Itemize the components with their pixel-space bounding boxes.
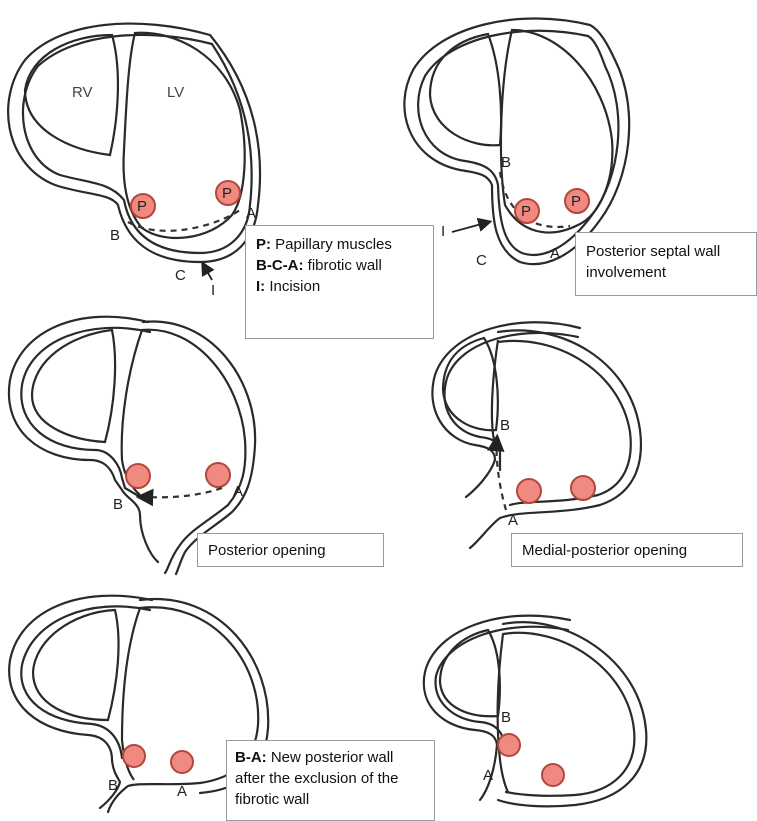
point-b-label: B — [501, 154, 511, 171]
point-a-label: A — [483, 767, 493, 784]
point-a-label: A — [550, 245, 560, 262]
papillary-muscle-1 — [123, 745, 145, 767]
papillary-label: P — [571, 193, 581, 210]
legend-item-papillary: P: Papillary muscles — [256, 234, 423, 255]
incision-arrow — [452, 222, 489, 232]
papillary-muscle-2 — [571, 476, 595, 500]
point-a-label: A — [508, 512, 518, 529]
panel-1-heart: P P RV LV A B C I — [8, 24, 260, 299]
panel-6-heart: B A — [424, 616, 647, 807]
caption-posterior-septal: Posterior septal wall involvement — [575, 232, 757, 296]
rv-cavity — [32, 330, 115, 442]
point-b-label: B — [113, 496, 123, 513]
incision-label: I — [441, 223, 445, 240]
papillary-muscle-2 — [206, 463, 230, 487]
caption-posterior-opening: Posterior opening — [197, 533, 384, 567]
point-b-label: B — [110, 227, 120, 244]
papillary-label: P — [137, 198, 147, 215]
point-a-label: A — [233, 483, 243, 500]
caption-medial-posterior-opening: Medial-posterior opening — [511, 533, 743, 567]
point-b-label: B — [500, 417, 510, 434]
point-b-label: B — [501, 709, 511, 726]
legend-box: P: Papillary muscles B-C-A: fibrotic wal… — [245, 225, 434, 339]
point-b-label: B — [108, 777, 118, 794]
incision-arrow — [203, 264, 212, 280]
papillary-muscle-1 — [517, 479, 541, 503]
rv-cavity — [430, 34, 501, 145]
legend-item-incision: I: Incision — [256, 276, 423, 297]
papillary-muscle-1 — [126, 464, 150, 488]
lv-label: LV — [167, 84, 184, 101]
rv-label: RV — [72, 84, 93, 101]
rv-cavity — [33, 610, 119, 720]
papillary-muscle-2 — [171, 751, 193, 773]
papillary-muscle-1 — [498, 734, 520, 756]
panel-4-heart: B A — [432, 322, 641, 548]
point-a-label: A — [177, 783, 187, 800]
papillary-muscle-2 — [542, 764, 564, 786]
rv-cavity — [440, 630, 500, 716]
point-a-label: A — [246, 205, 256, 222]
incision-label: I — [211, 282, 215, 299]
caption-new-posterior-wall: B-A: New posterior wall after the exclus… — [226, 740, 435, 821]
papillary-label: P — [222, 185, 232, 202]
legend-item-fibrotic-wall: B-C-A: fibrotic wall — [256, 255, 423, 276]
point-c-label: C — [476, 252, 487, 269]
point-c-label: C — [175, 267, 186, 284]
papillary-label: P — [521, 203, 531, 220]
